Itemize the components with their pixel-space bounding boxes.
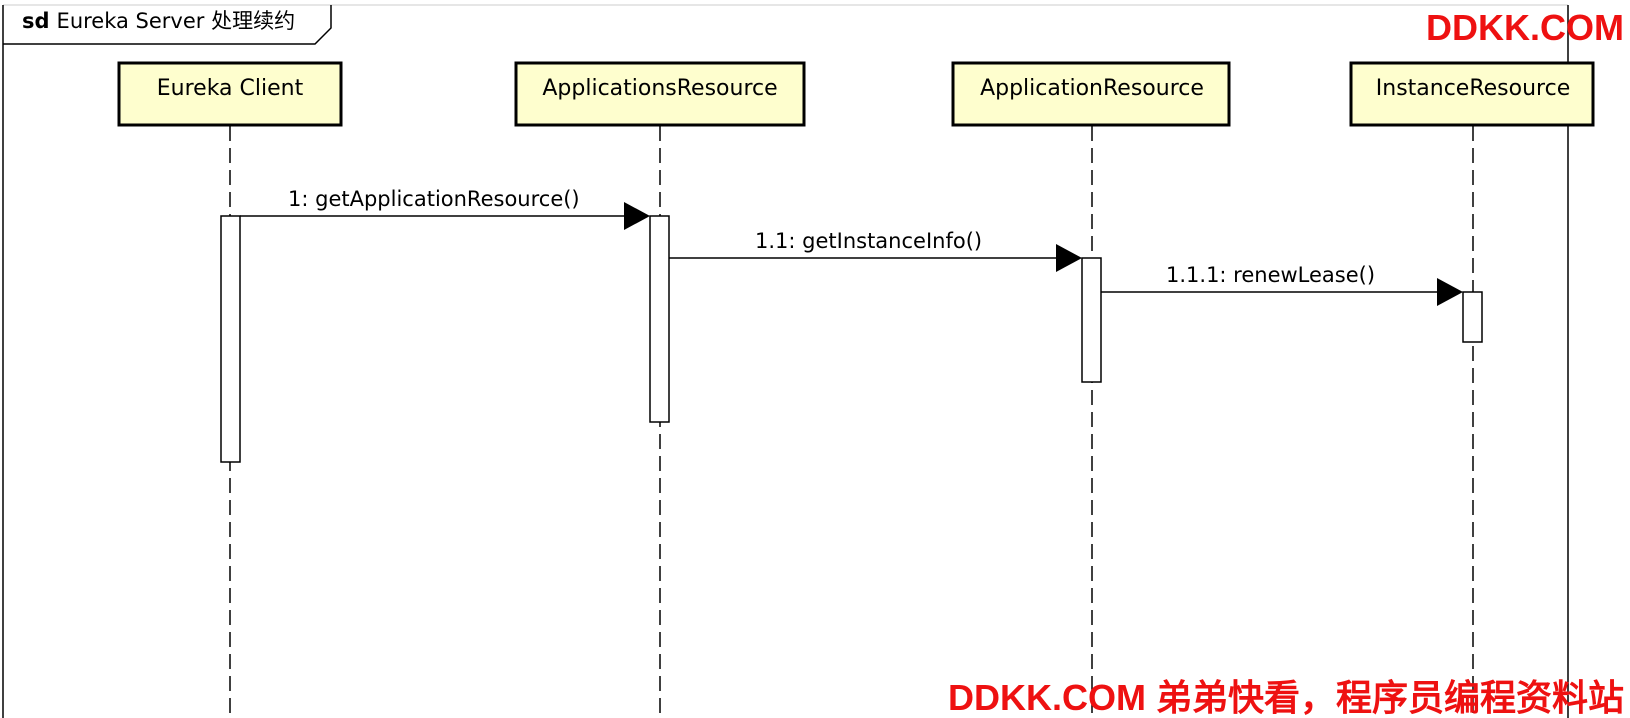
activation-application-resource <box>1081 257 1102 383</box>
participant-label: InstanceResource <box>1376 76 1570 101</box>
participant-label: ApplicationResource <box>980 76 1204 101</box>
activation-instance-resource <box>1462 291 1483 343</box>
participant-eureka-client[interactable]: Eureka Client <box>117 61 343 127</box>
frame-title: sd Eureka Server 处理续约 <box>22 9 295 33</box>
activation-applications-resource <box>649 215 670 423</box>
watermark-bottom: DDKK.COM 弟弟快看，程序员编程资料站 <box>948 677 1624 718</box>
message-label: 1.1.1: renewLease() <box>1166 263 1375 287</box>
frame-title-tab <box>3 5 332 45</box>
arrowhead-icon <box>624 202 650 230</box>
message-get-application-resource[interactable]: 1: getApplicationResource() <box>240 187 650 230</box>
arrowhead-icon <box>1437 278 1463 306</box>
activation-eureka-client <box>220 215 241 463</box>
participant-label: ApplicationsResource <box>542 76 777 101</box>
participant-instance-resource[interactable]: InstanceResource <box>1349 61 1595 127</box>
watermark-top: DDKK.COM <box>1426 7 1624 48</box>
participant-application-resource[interactable]: ApplicationResource <box>951 61 1231 127</box>
participant-applications-resource[interactable]: ApplicationsResource <box>514 61 806 127</box>
arrowhead-icon <box>1056 244 1082 272</box>
message-label: 1: getApplicationResource() <box>288 187 580 211</box>
frame-name: Eureka Server 处理续约 <box>57 9 296 33</box>
frame-keyword: sd <box>22 9 50 33</box>
message-label: 1.1: getInstanceInfo() <box>755 229 982 253</box>
message-get-instance-info[interactable]: 1.1: getInstanceInfo() <box>669 229 1082 272</box>
lifelines <box>229 126 1474 718</box>
message-renew-lease[interactable]: 1.1.1: renewLease() <box>1101 263 1463 306</box>
participant-label: Eureka Client <box>157 76 304 101</box>
activations <box>220 215 1483 463</box>
